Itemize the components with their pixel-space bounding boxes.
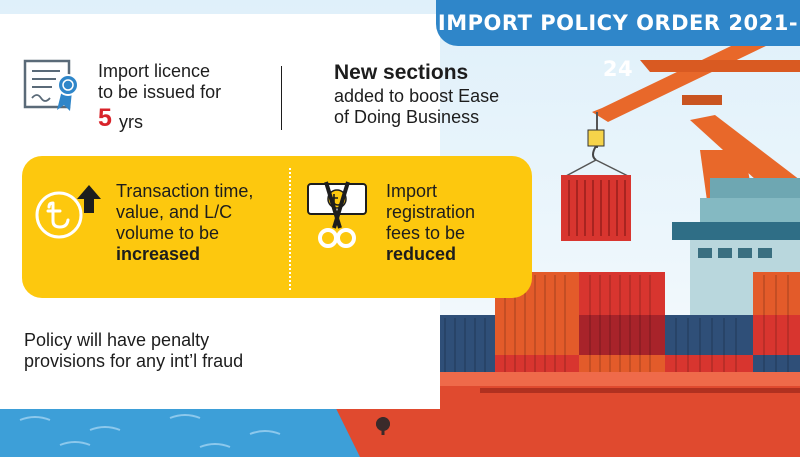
registration-emphasis: reduced bbox=[386, 244, 457, 264]
new-sections-line1: added to boost Ease bbox=[334, 86, 500, 106]
penalty-line2: provisions for any int’l fraud bbox=[24, 351, 244, 371]
new-sections-title: New sections bbox=[334, 61, 469, 84]
new-sections-line2: of Doing Business bbox=[334, 107, 480, 127]
licence-number: 5 bbox=[98, 104, 112, 132]
licence-line2: to be issued for bbox=[98, 82, 222, 102]
licence-text: Import licence to be issued for bbox=[98, 61, 221, 103]
registration-line3: fees to be bbox=[386, 223, 466, 243]
registration-line1: Import bbox=[386, 181, 438, 201]
highlight-box bbox=[22, 156, 532, 298]
transaction-text: Transaction time, value, and L/C volume … bbox=[116, 181, 253, 265]
transaction-line3: volume to be bbox=[116, 223, 220, 243]
certificate-icon bbox=[23, 59, 79, 111]
highlight-divider bbox=[289, 168, 291, 290]
hanging-container bbox=[561, 175, 631, 241]
divider bbox=[281, 66, 282, 130]
registration-line2: registration bbox=[386, 202, 476, 222]
taka-increase-icon bbox=[35, 185, 101, 239]
licence-line1: Import licence bbox=[98, 61, 211, 81]
transaction-line1: Transaction time, bbox=[116, 181, 254, 201]
transaction-line2: value, and L/C bbox=[116, 202, 233, 222]
new-sections-text: added to boost Ease of Doing Business bbox=[334, 86, 499, 128]
banner-title: IMPORT POLICY ORDER 2021-24 bbox=[436, 0, 800, 81]
licence-unit: yrs bbox=[119, 112, 143, 132]
scissors-taka-icon bbox=[307, 181, 367, 248]
penalty-line1: Policy will have penalty bbox=[24, 330, 210, 350]
transaction-emphasis: increased bbox=[116, 244, 201, 264]
registration-text: Import registration fees to be reduced bbox=[386, 181, 475, 265]
penalty-text: Policy will have penalty provisions for … bbox=[24, 330, 243, 372]
